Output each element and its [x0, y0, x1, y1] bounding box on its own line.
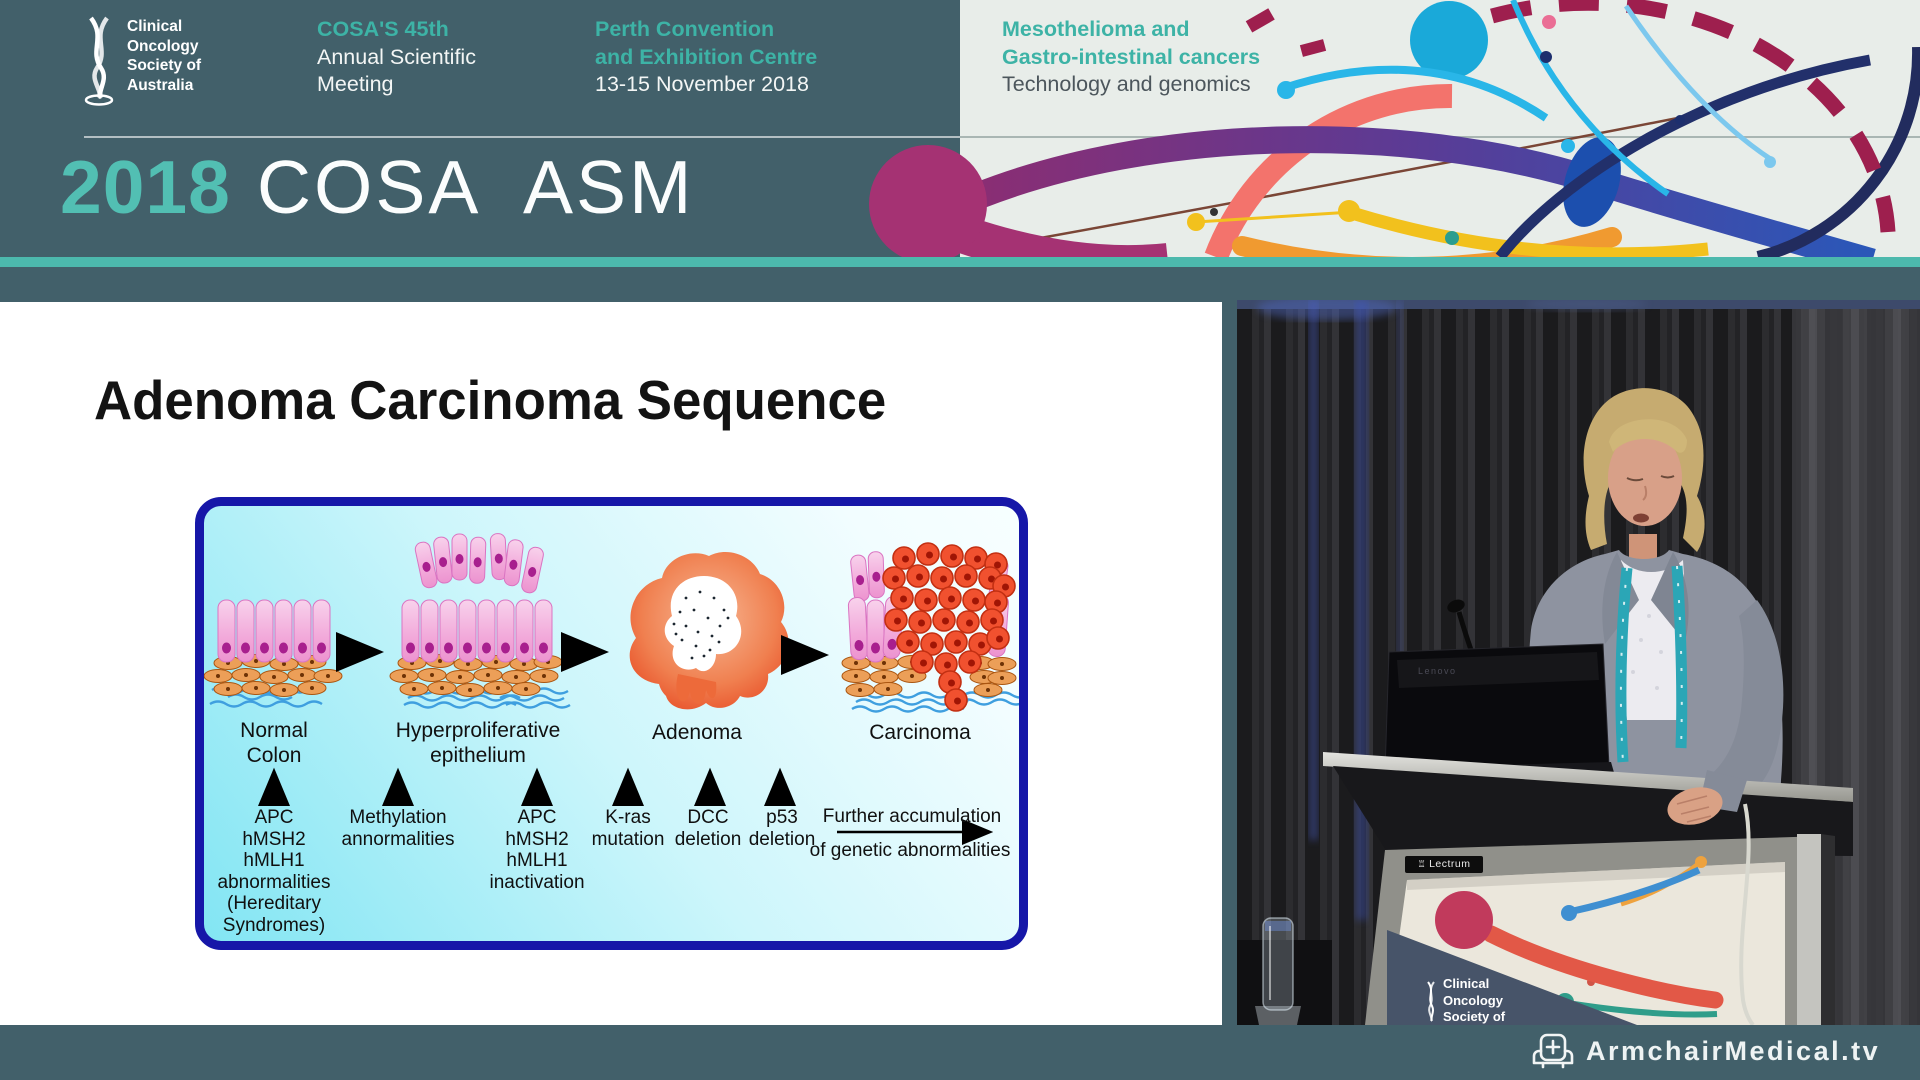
event-title: COSA'S 45th [317, 17, 449, 41]
annotation-line: hMLH1 [506, 850, 568, 871]
annotation-apc-inactivation: APC hMSH2 hMLH1 inactivation [457, 807, 617, 893]
annotation-hereditary: APC hMSH2 hMLH1 abnormalities (Hereditar… [194, 807, 354, 936]
stage-label-line: Adenoma [652, 721, 742, 744]
banner-2018-cosa-asm: 2018 COSA ASM [60, 140, 695, 236]
venue-line: and Exhibition Centre [595, 44, 818, 69]
poster-cosa-text: Clinical Oncology Society of [1443, 976, 1505, 1025]
poster-cosa-line: Oncology [1443, 992, 1503, 1008]
annotation-kras: K-ras mutation [548, 807, 708, 850]
poster-cosa-line: Society of [1443, 1009, 1506, 1024]
annotation-line: Syndromes) [222, 914, 326, 936]
annotation-line: p53 [766, 807, 798, 828]
lectern-brand-text: Lectrum [1429, 858, 1471, 870]
speaker-video-panel[interactable]: Lenovo Lectrum Clinical Oncology Society… [1237, 300, 1920, 1025]
lectern-brand-label: Lectrum [1405, 856, 1483, 873]
poster-cosa-line: Clinical [1443, 976, 1490, 991]
header-divider-line-left [84, 136, 960, 138]
logo-line: Society of [127, 57, 202, 74]
stage-label-line: epithelium [430, 744, 526, 767]
further-accumulation-label: Further accumulation [822, 806, 1002, 827]
annotation-line: abnormalities [217, 871, 331, 893]
stage-label-line: Carcinoma [869, 721, 971, 744]
logo-line: Clinical [127, 18, 183, 35]
annotation-line: APC [517, 807, 557, 828]
stage-label-line: Normal [240, 719, 308, 742]
annotation-line: hMSH2 [505, 828, 569, 850]
event-column: COSA'S 45th Annual Scientific Meeting [317, 16, 476, 99]
stage-label-line: Hyperproliferative [395, 719, 561, 742]
stage-label-carcinoma: Carcinoma [810, 720, 1030, 745]
annotation-methylation: Methylation annormalities [318, 807, 478, 850]
stage-label-hyperproliferative: Hyperproliferative epithelium [368, 718, 588, 768]
banner-title: COSA ASM [256, 145, 695, 229]
venue-dates: 13-15 November 2018 [595, 72, 809, 96]
annotation-line: deletion [674, 828, 742, 850]
presenter-hand [1667, 787, 1723, 825]
armchair-medical-icon [1532, 1033, 1574, 1069]
diagram-illustration [204, 532, 1019, 845]
annotation-line: K-ras [605, 807, 651, 828]
theme-line: Mesothelioma and [1002, 17, 1190, 41]
venue-line: Perth Convention [595, 17, 775, 41]
lectrum-icon [1417, 858, 1429, 870]
annotation-line: (Hereditary [227, 893, 321, 914]
annotation-line: hMSH2 [242, 828, 306, 850]
theme-column: Mesothelioma and Gastro-intestinal cance… [1002, 16, 1260, 99]
annotation-line: hMLH1 [243, 850, 305, 871]
armchair-medical-brand: ArmchairMedical.tv [1586, 1036, 1881, 1066]
theme-subtitle: Technology and genomics [1002, 72, 1251, 96]
annotation-line: DCC [687, 807, 729, 828]
event-subtitle-line: Meeting [317, 72, 394, 96]
header-divider-line-right [960, 136, 1920, 138]
speaker-video-frame [1237, 300, 1920, 1025]
annotation-p53: p53 deletion [702, 807, 862, 850]
poster-cosa-ribbon-icon [1427, 981, 1435, 1022]
banner-year: 2018 [60, 145, 231, 229]
annotation-line: Methylation [349, 807, 447, 828]
theme-line: Gastro-intestinal cancers [1002, 44, 1261, 69]
logo-line: Australia [127, 76, 194, 94]
cosa-ribbon-logo-icon [84, 16, 114, 106]
header-bottom-band [0, 267, 1920, 302]
annotation-line: APC [254, 807, 294, 828]
lectern [1323, 752, 1853, 1025]
slide-title: Adenoma Carcinoma Sequence [94, 369, 887, 431]
presentation-slide: Adenoma Carcinoma Sequence [0, 302, 1222, 1025]
annotation-line: deletion [748, 828, 816, 850]
society-logo-text: Clinical Oncology Society of Australia [127, 17, 201, 95]
header-left-panel [0, 0, 960, 257]
footer-bar [0, 1025, 1920, 1080]
stage-label-line: Colon [246, 744, 302, 767]
annotation-line: annormalities [341, 828, 455, 850]
water-glass-icon [1255, 917, 1301, 1025]
stage-label-normal-colon: Normal Colon [164, 718, 384, 768]
annotation-line: mutation [591, 828, 665, 850]
annotation-dcc: DCC deletion [628, 807, 788, 850]
adenoma-carcinoma-diagram: Normal Colon Hyperproliferative epitheli… [195, 497, 1028, 950]
teal-accent-bar [0, 257, 1920, 267]
cable [1739, 803, 1755, 1025]
logo-line: Oncology [127, 37, 199, 55]
event-subtitle-line: Annual Scientific [317, 44, 476, 69]
stage-label-adenoma: Adenoma [587, 720, 807, 745]
venue-column: Perth Convention and Exhibition Centre 1… [595, 16, 817, 99]
annotation-line: inactivation [489, 871, 585, 893]
laptop-brand-label: Lenovo [1418, 666, 1457, 676]
genetic-abnormalities-label: of genetic abnormalities [809, 840, 1011, 861]
